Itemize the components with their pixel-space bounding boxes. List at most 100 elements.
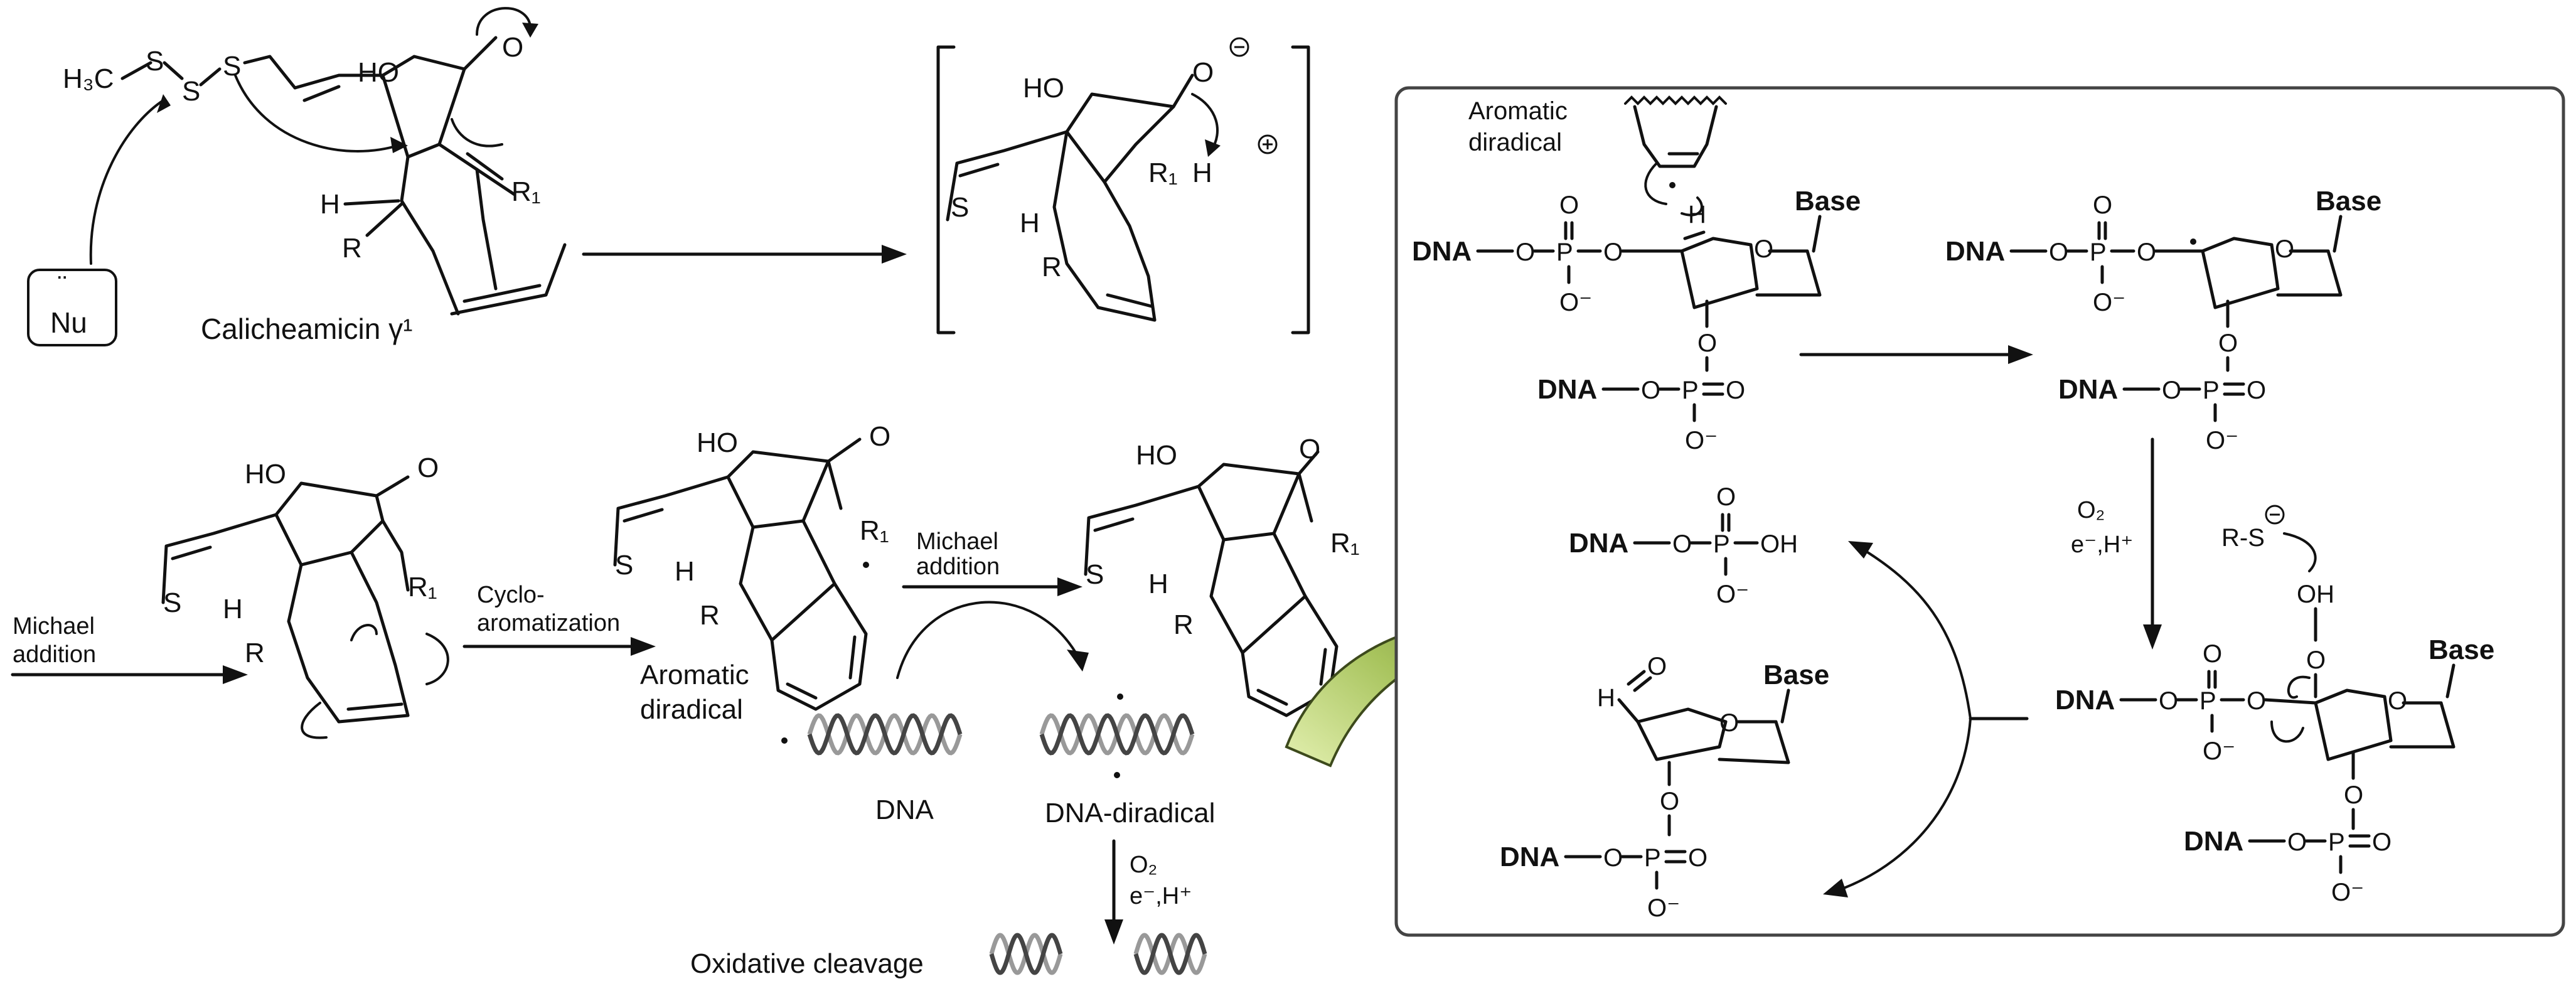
cleaved-dna-left [989, 933, 1063, 975]
thiophene-s-label-3: S [615, 550, 633, 581]
r-label-5: R [1173, 609, 1194, 640]
r-label-3: R [245, 638, 265, 668]
dna-label-6: DNA [2184, 826, 2243, 857]
dna-helix [807, 713, 963, 756]
r1-label-3: R₁ [408, 572, 437, 602]
cyclic-enediyne: HO O S H R R₁ [161, 452, 449, 739]
cleaved-dna-right [1133, 933, 1207, 975]
o-label-23: O [1688, 844, 1708, 872]
addition-label-1: addition [13, 641, 96, 668]
o-minus-label-1: O⁻ [1559, 289, 1592, 316]
thiophene-s-label-4: S [1086, 559, 1104, 590]
radical-dot-bottom [1114, 772, 1120, 778]
sulfur-3-label: S [223, 51, 241, 82]
dna-diradical-helix [1039, 713, 1195, 756]
base-label-1: Base [1795, 186, 1861, 217]
o-label-4: O [1697, 329, 1717, 357]
p-label-2: P [1682, 377, 1699, 404]
ring-o-label-1: O [1754, 235, 1773, 263]
o-label-18: O [2372, 828, 2392, 856]
fragmentation-arrows [1823, 541, 2029, 897]
h-label-4: H [223, 594, 243, 624]
peroxide-o-label: O [2306, 646, 2326, 674]
addition-label-2: addition [916, 554, 1000, 580]
r1-label-2: R₁ [1148, 158, 1178, 188]
dna-label-5: DNA [2055, 685, 2115, 715]
panel-aromatic-diradical: Aromatic diradical [1468, 95, 1727, 205]
o-label-9: O [2137, 238, 2156, 266]
aldehyde-sugar-product: H O Base O O DNA O P O O⁻ [1500, 653, 1829, 922]
keto-o-label-3: O [869, 421, 890, 452]
rs-label: R-S [2221, 524, 2265, 552]
r1-label-5: R₁ [1330, 528, 1360, 559]
dna-label-1: DNA [1412, 236, 1472, 267]
o-label-7: O [2049, 238, 2068, 266]
dna-label-3: DNA [1945, 236, 2005, 267]
dna-diradical-label: DNA-diradical [1045, 798, 1215, 828]
radical-dot-top [1117, 693, 1123, 700]
r1-label-4: R₁ [860, 515, 889, 546]
o-minus-label-7: O⁻ [1716, 581, 1749, 608]
h-label-2: H [1020, 208, 1040, 238]
o-label-12: O [2247, 377, 2266, 404]
r-label-4: R [700, 600, 720, 631]
h-label-3: H [1192, 158, 1212, 188]
o-label-14: O [2203, 640, 2222, 668]
aldehyde-h-label: H [1597, 684, 1615, 712]
panel-arrow-1 [1799, 345, 2033, 364]
base-label-2: Base [2316, 186, 2381, 217]
p-label-6: P [2328, 828, 2345, 856]
o-label-17: O [2287, 828, 2307, 856]
aromatic-label-1: Aromatic [640, 660, 749, 690]
calicheamicin-structure: H₃C S S S HO O H R R₁ ¨ N [27, 7, 567, 346]
dna-label-2: DNA [1537, 374, 1597, 405]
sulfur-2-label: S [182, 76, 200, 107]
cyclo-label-2: aromatization [477, 610, 620, 636]
h-label-6: H [1148, 569, 1168, 599]
base-label-3: Base [2429, 635, 2494, 665]
panel-arrow-2: O₂ e⁻,H⁺ [2071, 437, 2162, 650]
h-label-1: H [320, 189, 340, 220]
diradical-label-1: diradical [640, 694, 743, 725]
hydroperoxide-intermediate: R-S OH O Base O DNA O P O O⁻ O O DNA O [2055, 505, 2494, 906]
p-label-7: P [1713, 530, 1730, 558]
electrons-label-1: e⁻,H⁺ [1130, 883, 1192, 909]
o-label-15: O [2247, 687, 2266, 715]
p-label-1: P [1556, 238, 1573, 266]
o-label-8: O [2093, 191, 2112, 219]
deoxyribose-1: H Base O DNA O P O O⁻ O O DNA O P O O⁻ [1412, 186, 1861, 454]
o-label-13: O [2159, 687, 2178, 715]
oxidative-cleavage-label: Oxidative cleavage [690, 948, 924, 979]
sulfur-1-label: S [146, 46, 164, 77]
enolate-o-label: O [1192, 57, 1214, 88]
o2-label-2: O₂ [2077, 497, 2105, 523]
nucleophile-label: Nu [50, 306, 87, 339]
diradical-label-2: diradical [1468, 129, 1562, 156]
p-label-8: P [1644, 844, 1661, 872]
oh-label-2: OH [1760, 530, 1798, 558]
keto-o-label-2: O [417, 452, 439, 483]
o-minus-label-4: O⁻ [2206, 427, 2238, 454]
ring-o-label-2: O [2275, 235, 2294, 263]
keto-o-label-1: O [502, 32, 523, 63]
ho-label-2: HO [1023, 73, 1064, 104]
calicheamicin-label: Calicheamicin γ¹ [201, 313, 412, 345]
o-label-5: O [1641, 377, 1660, 404]
o-label-11: O [2162, 377, 2181, 404]
aromatic-label-2: Aromatic [1468, 97, 1568, 125]
o-label-6: O [1726, 377, 1745, 404]
michael-addition-arrow-2: Michael addition [896, 528, 1089, 679]
o-label-1: O [1515, 238, 1535, 266]
aromatic-diradical-structure: HO O S H R R₁ Aromatic diradical [613, 421, 890, 744]
dna-label: DNA [875, 795, 934, 825]
r1-label-1: R₁ [511, 176, 541, 207]
thiophene-s-label-2: S [163, 587, 181, 618]
o-label-21: O [1660, 788, 1679, 815]
o-label-19: O [1672, 530, 1692, 558]
o-label-22: O [1603, 844, 1623, 872]
dna-label-4: DNA [2058, 374, 2118, 405]
h-label-5: H [675, 556, 695, 587]
thiophene-s-label: S [951, 192, 969, 223]
